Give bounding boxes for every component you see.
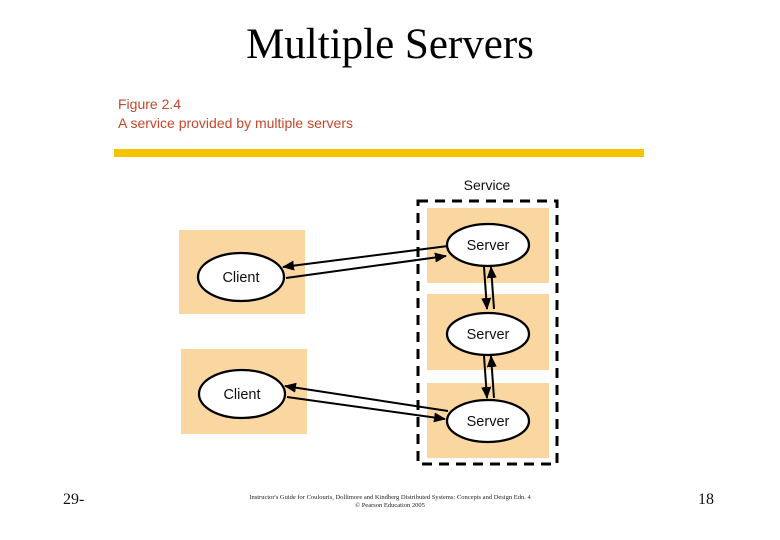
figure-caption-block: Figure 2.4 A service provided by multipl… bbox=[118, 95, 353, 133]
slide-number-prefix: 29- bbox=[63, 491, 85, 508]
client-node-1 bbox=[196, 251, 286, 303]
server-node-2 bbox=[445, 311, 531, 357]
arrow-client2-to-server3 bbox=[286, 396, 446, 423]
arrow-server3-to-client2 bbox=[284, 382, 449, 412]
arrow-server2-to-server3 bbox=[481, 355, 492, 399]
server-node-1 bbox=[445, 222, 531, 268]
arrow-server2-to-server1 bbox=[486, 266, 497, 310]
footer-attribution: Instructor's Guide for Coulouris, Dollim… bbox=[0, 494, 780, 510]
server-label-1: Server bbox=[467, 238, 510, 254]
service-label: Service bbox=[464, 177, 511, 193]
figure-caption: A service provided by multiple servers bbox=[118, 115, 353, 131]
divider-bar bbox=[114, 149, 644, 157]
service-boundary bbox=[416, 199, 559, 466]
arrow-server1-to-server2 bbox=[481, 266, 492, 310]
server-label-2: Server bbox=[467, 327, 510, 343]
server-node-3 bbox=[445, 398, 531, 444]
arrow-server1-to-client1 bbox=[282, 245, 449, 271]
footer-attribution-line2: © Pearson Education 2005 bbox=[355, 502, 425, 509]
arrow-client1-to-server1 bbox=[285, 252, 447, 279]
figure-label: Figure 2.4 bbox=[118, 96, 182, 112]
footer-attribution-line1: Instructor's Guide for Coulouris, Dollim… bbox=[249, 494, 531, 501]
slide-title: Multiple Servers bbox=[246, 21, 534, 68]
client-node-2 bbox=[197, 368, 287, 420]
server-label-3: Server bbox=[467, 414, 510, 430]
client-label-1: Client bbox=[222, 270, 259, 286]
client-label-2: Client bbox=[223, 387, 260, 403]
page-number: 18 bbox=[698, 491, 714, 508]
arrow-server3-to-server2 bbox=[486, 355, 497, 399]
